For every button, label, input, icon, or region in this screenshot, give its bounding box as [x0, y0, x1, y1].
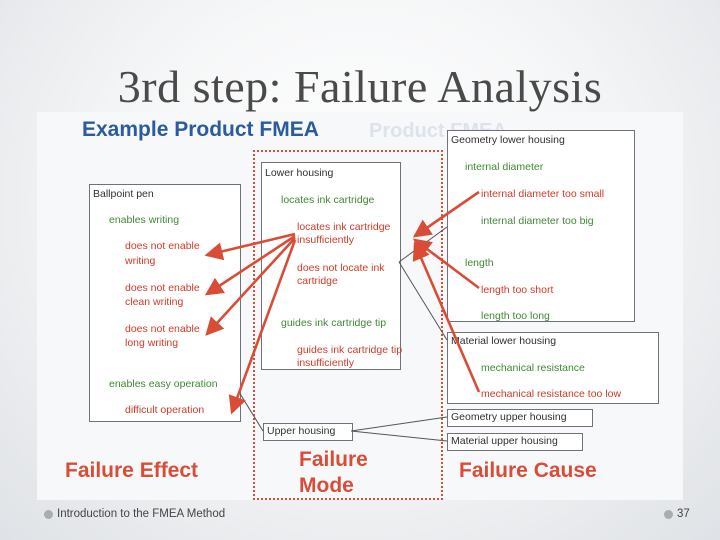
ballpoint-pen-header: Ballpoint pen [93, 188, 154, 200]
mode-does-not-locate-2: cartridge [297, 275, 338, 287]
material-upper-housing-label: Material upper housing [451, 435, 558, 447]
function-enables-writing: enables writing [109, 214, 180, 226]
geometry-upper-housing-box [447, 409, 593, 427]
footer-bullet-icon [44, 510, 53, 519]
effect-no-clean-writing-1: does not enable [125, 282, 200, 294]
cause-mechanical-resistance: mechanical resistance [481, 362, 585, 374]
geometry-upper-housing-label: Geometry upper housing [451, 411, 567, 423]
lower-housing-header: Lower housing [265, 167, 334, 179]
effect-no-writing-1: does not enable [125, 240, 200, 252]
geometry-lower-housing-box [447, 130, 635, 322]
material-lower-housing-header: Material lower housing [451, 335, 557, 347]
connector-arrows [204, 190, 481, 442]
page-number: 37 [677, 508, 690, 520]
effect-no-clean-writing-2: clean writing [125, 296, 184, 308]
figure-title: Example Product FMEA [82, 118, 319, 141]
effect-no-long-writing-2: long writing [125, 337, 179, 349]
cause-mechanical-resistance-low: mechanical resistance too low [481, 388, 622, 400]
page-number-bullet-icon [664, 510, 673, 519]
material-upper-housing-box [447, 433, 583, 451]
fmea-figure: Product FMEA Example Product FMEA Ballpo… [37, 112, 683, 500]
failure-mode-label-line2: Mode [299, 474, 354, 497]
function-locates-ink-cartridge: locates ink cartridge [281, 194, 375, 206]
cause-length-too-long: length too long [481, 310, 550, 322]
effect-no-writing-2: writing [125, 255, 156, 267]
failure-mode-dotted-frame [253, 150, 443, 500]
mode-guides-insufficiently-2: insufficiently [297, 357, 355, 369]
mode-does-not-locate-1: does not locate ink [297, 262, 385, 274]
cause-internal-diameter: internal diameter [465, 161, 544, 173]
upper-housing-label: Upper housing [267, 425, 336, 437]
material-lower-housing-box [447, 332, 659, 404]
cause-internal-diameter-big: internal diameter too big [481, 215, 594, 227]
failure-effect-label: Failure Effect [65, 459, 199, 482]
mode-guides-insufficiently-1: guides ink cartridge tip [297, 344, 403, 356]
geometry-lower-housing-header: Geometry lower housing [451, 134, 565, 146]
footer-text: Introduction to the FMEA Method [57, 508, 226, 520]
cause-length: length [465, 257, 494, 269]
failure-mode-label-line1: Failure [299, 448, 368, 471]
cause-length-too-short: length too short [481, 284, 554, 296]
function-guides-tip: guides ink cartridge tip [281, 317, 387, 329]
slide-title: 3rd step: Failure Analysis [117, 61, 603, 112]
mode-locates-insufficiently-2: insufficiently [297, 234, 355, 246]
function-easy-operation: enables easy operation [109, 378, 218, 390]
mode-locates-insufficiently-1: locates ink cartridge [297, 221, 391, 233]
ballpoint-pen-box [89, 184, 241, 422]
effect-difficult-operation: difficult operation [125, 404, 205, 416]
effect-no-long-writing-1: does not enable [125, 323, 200, 335]
cause-internal-diameter-small: internal diameter too small [481, 188, 605, 200]
upper-housing-box [263, 423, 353, 441]
failure-cause-label: Failure Cause [459, 459, 597, 482]
